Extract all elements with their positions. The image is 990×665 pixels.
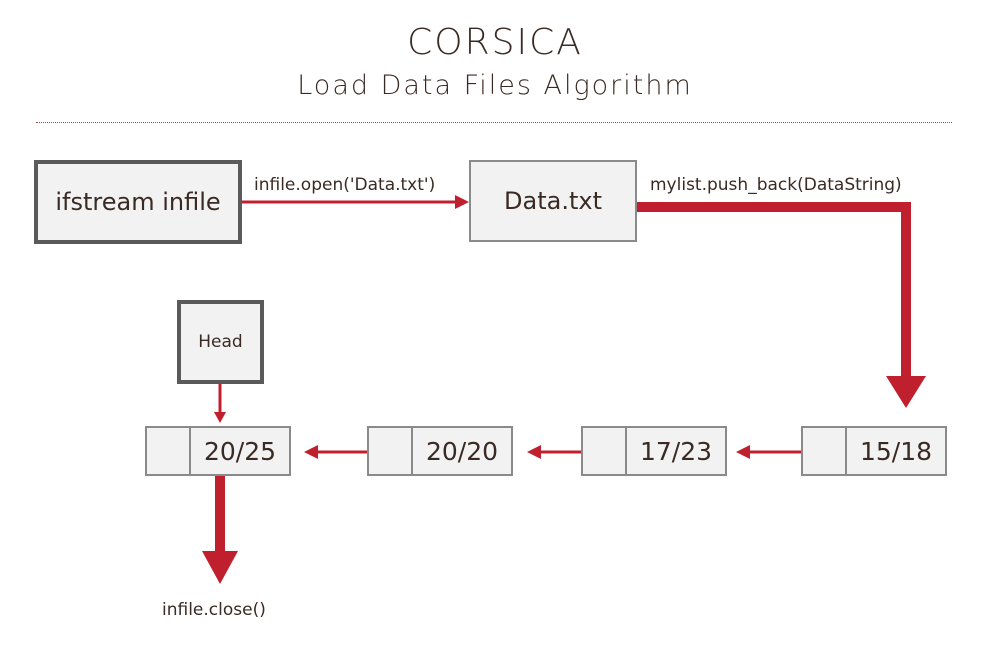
list-node-value: 17/23	[639, 436, 713, 466]
list-node-pointer	[147, 428, 191, 474]
head-box: Head	[177, 300, 264, 384]
link-arrow-head-1	[304, 445, 318, 459]
link-arrow-head-2	[527, 445, 541, 459]
ifstream-label: ifstream infile	[55, 188, 221, 216]
list-node-pointer	[369, 428, 413, 474]
title-divider	[36, 122, 952, 123]
list-node-value: 15/18	[859, 436, 933, 466]
list-node-pointer	[803, 428, 847, 474]
head-arrow-head	[214, 412, 226, 423]
close-edge-label: infile.close()	[162, 600, 266, 620]
push-back-edge-label: mylist.push_back(DataString)	[650, 175, 902, 195]
list-node-2: 20/20	[367, 426, 513, 476]
open-edge-label: infile.open('Data.txt')	[254, 175, 436, 195]
list-node-pointer	[583, 428, 627, 474]
diagram-title: CORSICA	[407, 22, 583, 63]
diagram-subtitle: Load Data Files Algorithm	[297, 70, 693, 101]
list-node-1: 20/25	[145, 426, 291, 476]
data-file-box: Data.txt	[469, 160, 637, 242]
head-label: Head	[198, 332, 243, 352]
list-node-value: 20/20	[425, 436, 499, 466]
ifstream-box: ifstream infile	[34, 160, 242, 244]
link-arrow-head-3	[736, 445, 750, 459]
list-node-value: 20/25	[203, 436, 277, 466]
close-arrow-head	[202, 551, 238, 584]
open-arrow-head	[455, 195, 469, 209]
list-node-4: 15/18	[801, 426, 947, 476]
data-file-label: Data.txt	[504, 187, 602, 215]
list-node-3: 17/23	[581, 426, 727, 476]
push-back-arrow-head	[886, 376, 926, 408]
push-back-arrow-line	[637, 202, 911, 378]
